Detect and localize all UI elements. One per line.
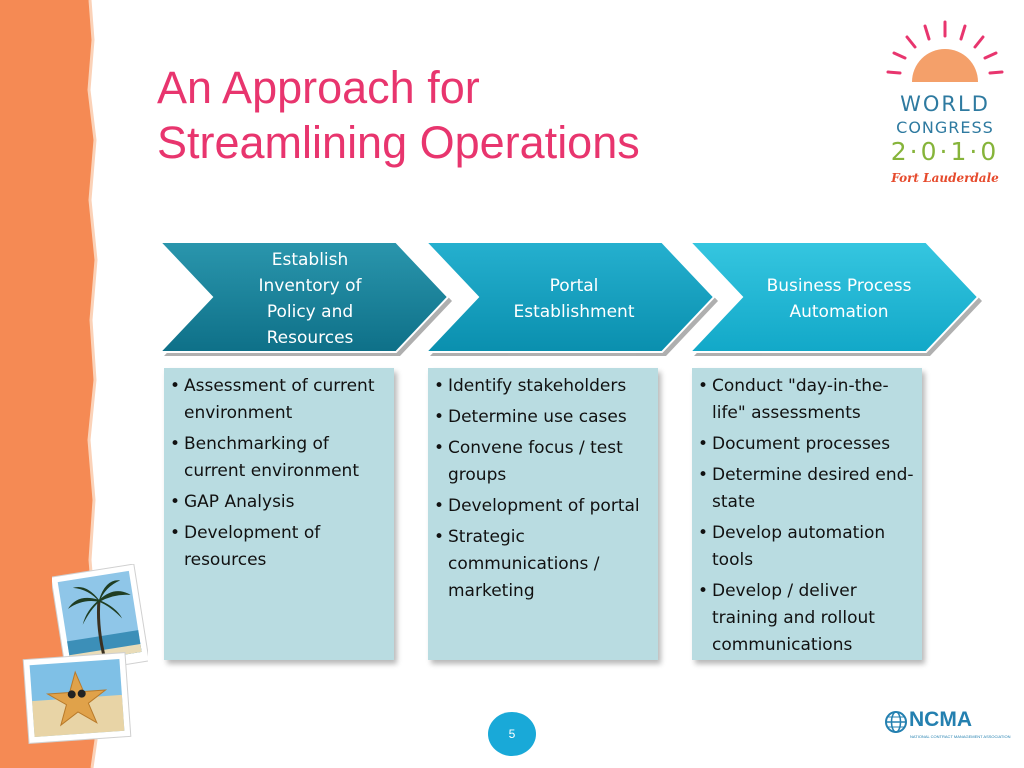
logo-location: Fort Lauderdale: [891, 171, 999, 185]
list-item: Develop / deliver training and rollout c…: [698, 578, 916, 659]
step-3-details: Conduct "day-in-the-life" assessments Do…: [692, 368, 922, 660]
list-item: Document processes: [698, 431, 916, 458]
chevron-step-3: [687, 241, 980, 353]
list-item: Determine use cases: [434, 404, 652, 431]
list-item: Develop automation tools: [698, 520, 916, 574]
chevron-label-2: Portal Establishment: [486, 245, 662, 353]
logo-word-world: WORLD: [900, 92, 990, 116]
list-item: Development of portal: [434, 493, 652, 520]
starfish-photo: [22, 652, 132, 744]
chevron-label-3: Business Process Automation: [746, 245, 932, 353]
chevron-3-line-1: Business Process: [766, 276, 912, 296]
process-chevrons: [157, 241, 982, 356]
list-item: GAP Analysis: [170, 489, 388, 516]
chevron-3-line-2: Automation: [789, 302, 889, 322]
list-item: Benchmarking of current environment: [170, 431, 388, 485]
chevron-1-line-3: Policy and: [266, 302, 354, 322]
list-item: Assessment of current environment: [170, 373, 388, 427]
ncma-logo: NCMA NATIONAL CONTRACT MANAGEMENT ASSOCI…: [884, 708, 1010, 744]
page-number-badge: 5: [488, 712, 536, 756]
step-1-details: Assessment of current environment Benchm…: [164, 368, 394, 660]
title-line-1: An Approach for: [157, 62, 480, 113]
chevron-step-1: [157, 241, 450, 353]
sun-icon: [886, 20, 1004, 82]
palm-tree-photo: [52, 564, 148, 674]
chevron-1-line-1: Establish: [271, 250, 349, 270]
world-congress-logo: WORLD CONGRESS 2·0·1·0 Fort Lauderdale: [880, 20, 1010, 210]
list-item: Strategic communications / marketing: [434, 524, 652, 605]
chevron-step-2: [423, 241, 716, 353]
logo-year: 2·0·1·0: [890, 137, 1000, 166]
list-item: Conduct "day-in-the-life" assessments: [698, 373, 916, 427]
list-item: Development of resources: [170, 520, 388, 574]
title-line-2: Streamlining Operations: [157, 117, 640, 168]
logo-word-congress: CONGRESS: [896, 118, 994, 137]
list-item: Convene focus / test groups: [434, 435, 652, 489]
slide-title: An Approach for Streamlining Operations: [157, 60, 777, 170]
ncma-wordmark: NCMA: [909, 708, 972, 731]
ncma-tagline: NATIONAL CONTRACT MANAGEMENT ASSOCIATION: [910, 734, 1011, 739]
chevron-1-line-2: Inventory of: [258, 276, 362, 296]
globe-icon: [885, 711, 907, 733]
chevron-1-line-4: Resources: [266, 328, 354, 348]
step-2-details: Identify stakeholders Determine use case…: [428, 368, 658, 660]
chevron-2-line-2: Establishment: [513, 302, 635, 322]
chevron-label-1: Establish Inventory of Policy and Resour…: [222, 245, 398, 353]
chevron-2-line-1: Portal: [549, 276, 599, 296]
list-item: Determine desired end-state: [698, 462, 916, 516]
list-item: Identify stakeholders: [434, 373, 652, 400]
